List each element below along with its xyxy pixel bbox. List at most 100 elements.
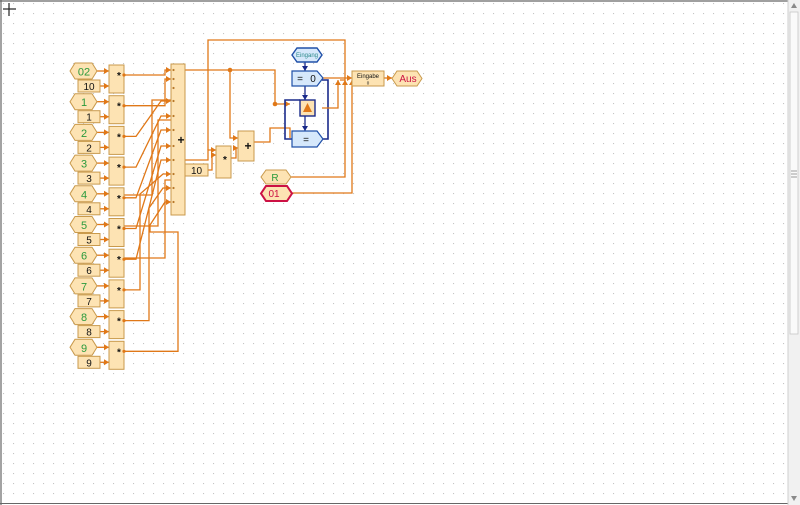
wire-arrowhead bbox=[302, 66, 308, 71]
variable-input-shape[interactable] bbox=[69, 154, 98, 172]
variable-input-7[interactable]: 6 bbox=[69, 246, 98, 264]
equals-block[interactable]: = bbox=[291, 130, 324, 148]
variable-input-10[interactable]: 9 bbox=[69, 338, 98, 356]
constant-box-5[interactable]: 4 bbox=[77, 202, 101, 216]
plus-block[interactable]: + bbox=[237, 130, 255, 162]
variable-input-label: 6 bbox=[81, 251, 87, 263]
multiplier-block-shape[interactable] bbox=[108, 156, 125, 186]
multiplier-block-8[interactable]: * bbox=[108, 279, 126, 309]
variable-input-shape[interactable] bbox=[69, 338, 98, 356]
multiplier-block-shape[interactable] bbox=[215, 145, 232, 179]
variable-input-shape[interactable] bbox=[69, 185, 98, 203]
multiplier-block-shape[interactable] bbox=[108, 340, 125, 370]
r-input[interactable]: R bbox=[260, 169, 292, 185]
constant-box-3[interactable]: 2 bbox=[77, 140, 101, 154]
multiplier-block-1[interactable]: * bbox=[108, 64, 126, 94]
variable-input-2[interactable]: 1 bbox=[69, 93, 98, 111]
constant-box-shape[interactable] bbox=[77, 171, 101, 185]
constant-box-1[interactable]: 10 bbox=[77, 79, 101, 93]
constant-box-8[interactable]: 7 bbox=[77, 294, 101, 308]
variable-input-label: 5 bbox=[81, 220, 87, 232]
variable-input-4[interactable]: 3 bbox=[69, 154, 98, 172]
constant-box-shape[interactable] bbox=[77, 202, 101, 216]
sum-block-shape[interactable] bbox=[170, 63, 186, 216]
variable-input-shape[interactable] bbox=[69, 216, 98, 233]
scroll-down-arrow-icon[interactable] bbox=[791, 496, 797, 501]
constant-box-9[interactable]: 8 bbox=[77, 325, 101, 339]
variable-input-label: 8 bbox=[81, 312, 87, 324]
aus-shape[interactable] bbox=[391, 70, 423, 87]
multiplier-block-10[interactable]: * bbox=[108, 340, 126, 370]
scroll-up-arrow-icon[interactable] bbox=[791, 3, 797, 8]
multiplier-block-3[interactable]: * bbox=[108, 125, 126, 155]
vertical-scrollbar[interactable] bbox=[787, 0, 800, 505]
variable-input-shape[interactable] bbox=[69, 123, 98, 141]
multiplier-block-shape[interactable] bbox=[108, 310, 125, 340]
delta-block[interactable] bbox=[299, 99, 316, 117]
variable-input-3[interactable]: 2 bbox=[69, 123, 98, 141]
constant-box-7[interactable]: 6 bbox=[77, 263, 101, 277]
multiplier-block-5[interactable]: * bbox=[108, 187, 126, 217]
variable-input-shape[interactable] bbox=[69, 308, 98, 326]
variable-input-5[interactable]: 4 bbox=[69, 185, 98, 203]
constant-box-shape[interactable] bbox=[77, 233, 101, 246]
variable-input-shape[interactable] bbox=[69, 93, 98, 111]
constant-box-shape[interactable] bbox=[77, 294, 101, 308]
multiplier-block-shape[interactable] bbox=[108, 64, 125, 94]
variable-input-6[interactable]: 5 bbox=[69, 216, 98, 233]
plus-block-shape[interactable] bbox=[237, 130, 255, 162]
constant-box-shape[interactable] bbox=[77, 355, 101, 369]
multiplier-block-4[interactable]: * bbox=[108, 156, 126, 186]
scrollbar-thumb[interactable] bbox=[789, 11, 799, 335]
multiplier-block-shape[interactable] bbox=[108, 248, 125, 278]
r-value-label: 01 bbox=[268, 189, 280, 200]
equals-zero-shape[interactable] bbox=[291, 70, 324, 87]
constant-box-shape[interactable] bbox=[77, 325, 101, 339]
eingabe-shape[interactable] bbox=[351, 70, 385, 87]
variable-input-8[interactable]: 7 bbox=[69, 277, 98, 295]
equals-zero-block[interactable]: =0 bbox=[291, 70, 324, 87]
variable-input-shape[interactable] bbox=[69, 62, 98, 80]
multiplier-block-shape[interactable] bbox=[108, 279, 125, 309]
multiplier-block-2nd-stage[interactable]: * bbox=[215, 145, 232, 179]
equals-shape[interactable] bbox=[291, 130, 324, 148]
aus-output[interactable]: Aus bbox=[391, 70, 423, 87]
r-value-shape[interactable] bbox=[259, 185, 294, 202]
variable-input-1[interactable]: 02 bbox=[69, 62, 98, 80]
constant-box-2[interactable]: 1 bbox=[77, 110, 101, 124]
crosshair-icon[interactable] bbox=[3, 3, 16, 16]
constant-box-sum-output[interactable]: 10 bbox=[184, 163, 209, 177]
multiplier-block-shape[interactable] bbox=[108, 95, 125, 125]
constant-box-shape[interactable] bbox=[77, 140, 101, 154]
variable-input-shape[interactable] bbox=[69, 246, 98, 264]
constant-box-shape[interactable] bbox=[184, 163, 209, 177]
wire-arrowhead bbox=[166, 113, 171, 119]
multiplier-block-6[interactable]: * bbox=[108, 218, 126, 247]
variable-input-shape[interactable] bbox=[69, 277, 98, 295]
constant-box-6[interactable]: 5 bbox=[77, 233, 101, 247]
r-shape[interactable] bbox=[260, 169, 292, 185]
multiplier-block-9[interactable]: * bbox=[108, 310, 126, 340]
r-value-input[interactable]: 01 bbox=[259, 185, 294, 202]
constant-box-4[interactable]: 3 bbox=[77, 171, 101, 185]
multiplier-block-7[interactable]: * bbox=[108, 248, 126, 278]
wire-arrowhead bbox=[166, 185, 171, 191]
multiplier-block-shape[interactable] bbox=[108, 187, 125, 217]
constant-box-shape[interactable] bbox=[77, 110, 101, 124]
eingang-shape[interactable] bbox=[291, 47, 323, 63]
eingang-input[interactable]: Eingang bbox=[291, 47, 323, 63]
constant-box-shape[interactable] bbox=[77, 263, 101, 277]
multiplier-block-shape[interactable] bbox=[108, 218, 125, 247]
sum-block[interactable]: + bbox=[170, 63, 186, 216]
wire-arrowhead bbox=[104, 236, 109, 243]
input-pin bbox=[172, 99, 175, 103]
multiplier-block-2[interactable]: * bbox=[108, 95, 126, 125]
output-pin bbox=[122, 134, 126, 138]
constant-box-10[interactable]: 9 bbox=[77, 355, 101, 369]
variable-input-9[interactable]: 8 bbox=[69, 308, 98, 326]
constant-box-shape[interactable] bbox=[77, 79, 101, 93]
multiplier-block-shape[interactable] bbox=[108, 125, 125, 155]
